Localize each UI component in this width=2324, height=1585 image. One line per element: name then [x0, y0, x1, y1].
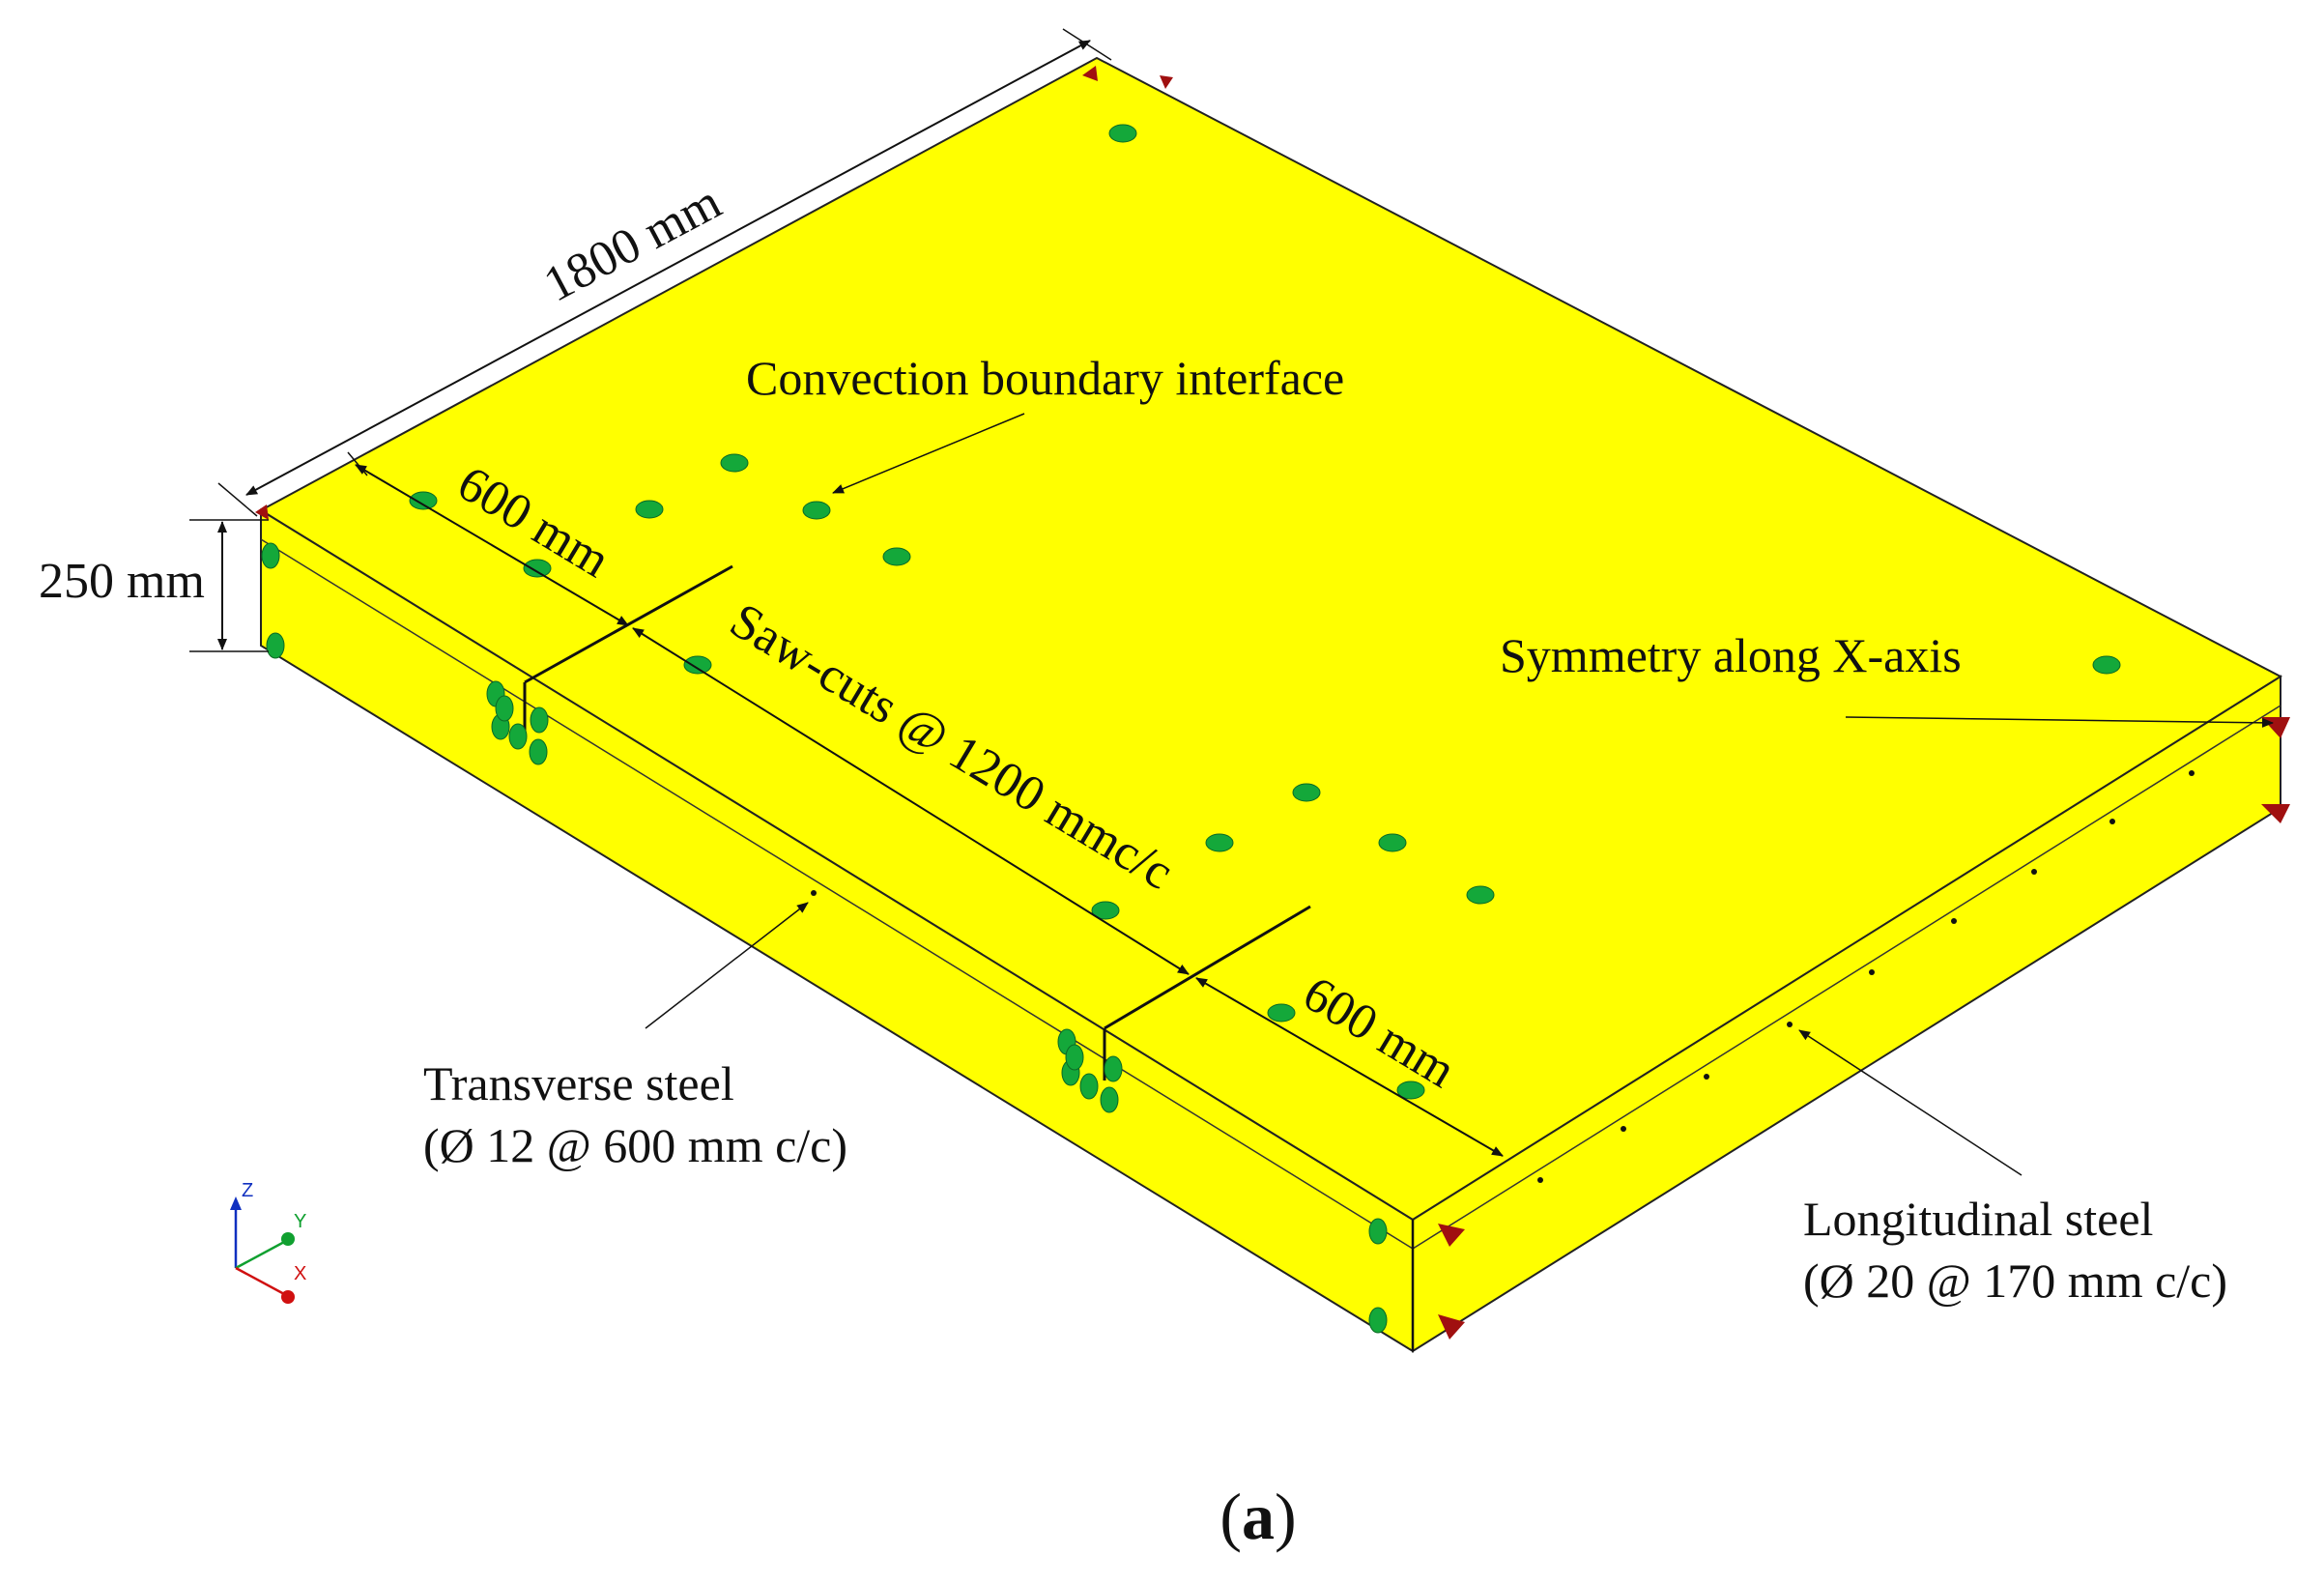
- support-markers: [255, 66, 2290, 1340]
- symmetry-label: Symmetry along X-axis: [1500, 628, 1962, 682]
- longitudinal-steel-title: Longitudinal steel: [1803, 1192, 2153, 1246]
- annotation-convection: Convection boundary interface: [746, 351, 1344, 494]
- caption-close: ): [1275, 1480, 1297, 1553]
- dimension-thickness: 250 mm: [39, 519, 269, 652]
- axis-z-label: Z: [242, 1180, 253, 1201]
- axis-x-label: X: [294, 1263, 306, 1284]
- convection-label: Convection boundary interface: [746, 351, 1344, 405]
- axis-triad: Z Y X: [230, 1180, 306, 1304]
- annotation-transverse-steel: Transverse steel (Ø 12 @ 600 mm c/c): [423, 902, 847, 1172]
- caption-letter: a: [1242, 1480, 1275, 1553]
- transverse-steel-spec: (Ø 12 @ 600 mm c/c): [423, 1118, 847, 1172]
- caption-open: (: [1219, 1480, 1242, 1553]
- annotation-longitudinal-steel: Longitudinal steel (Ø 20 @ 170 mm c/c): [1798, 1029, 2227, 1308]
- rebar-line-side: [1412, 705, 2281, 1250]
- transverse-steel-title: Transverse steel: [423, 1056, 734, 1110]
- annotation-symmetry: Symmetry along X-axis: [1500, 628, 2274, 728]
- figure-caption: (a): [1219, 1480, 1296, 1553]
- slab-top-face: [259, 56, 2283, 1222]
- longitudinal-steel-dots: [811, 770, 2195, 1183]
- longitudinal-steel-spec: (Ø 20 @ 170 mm c/c): [1803, 1254, 2227, 1308]
- dimension-thickness-label: 250 mm: [39, 554, 205, 609]
- axis-y-label: Y: [294, 1211, 306, 1232]
